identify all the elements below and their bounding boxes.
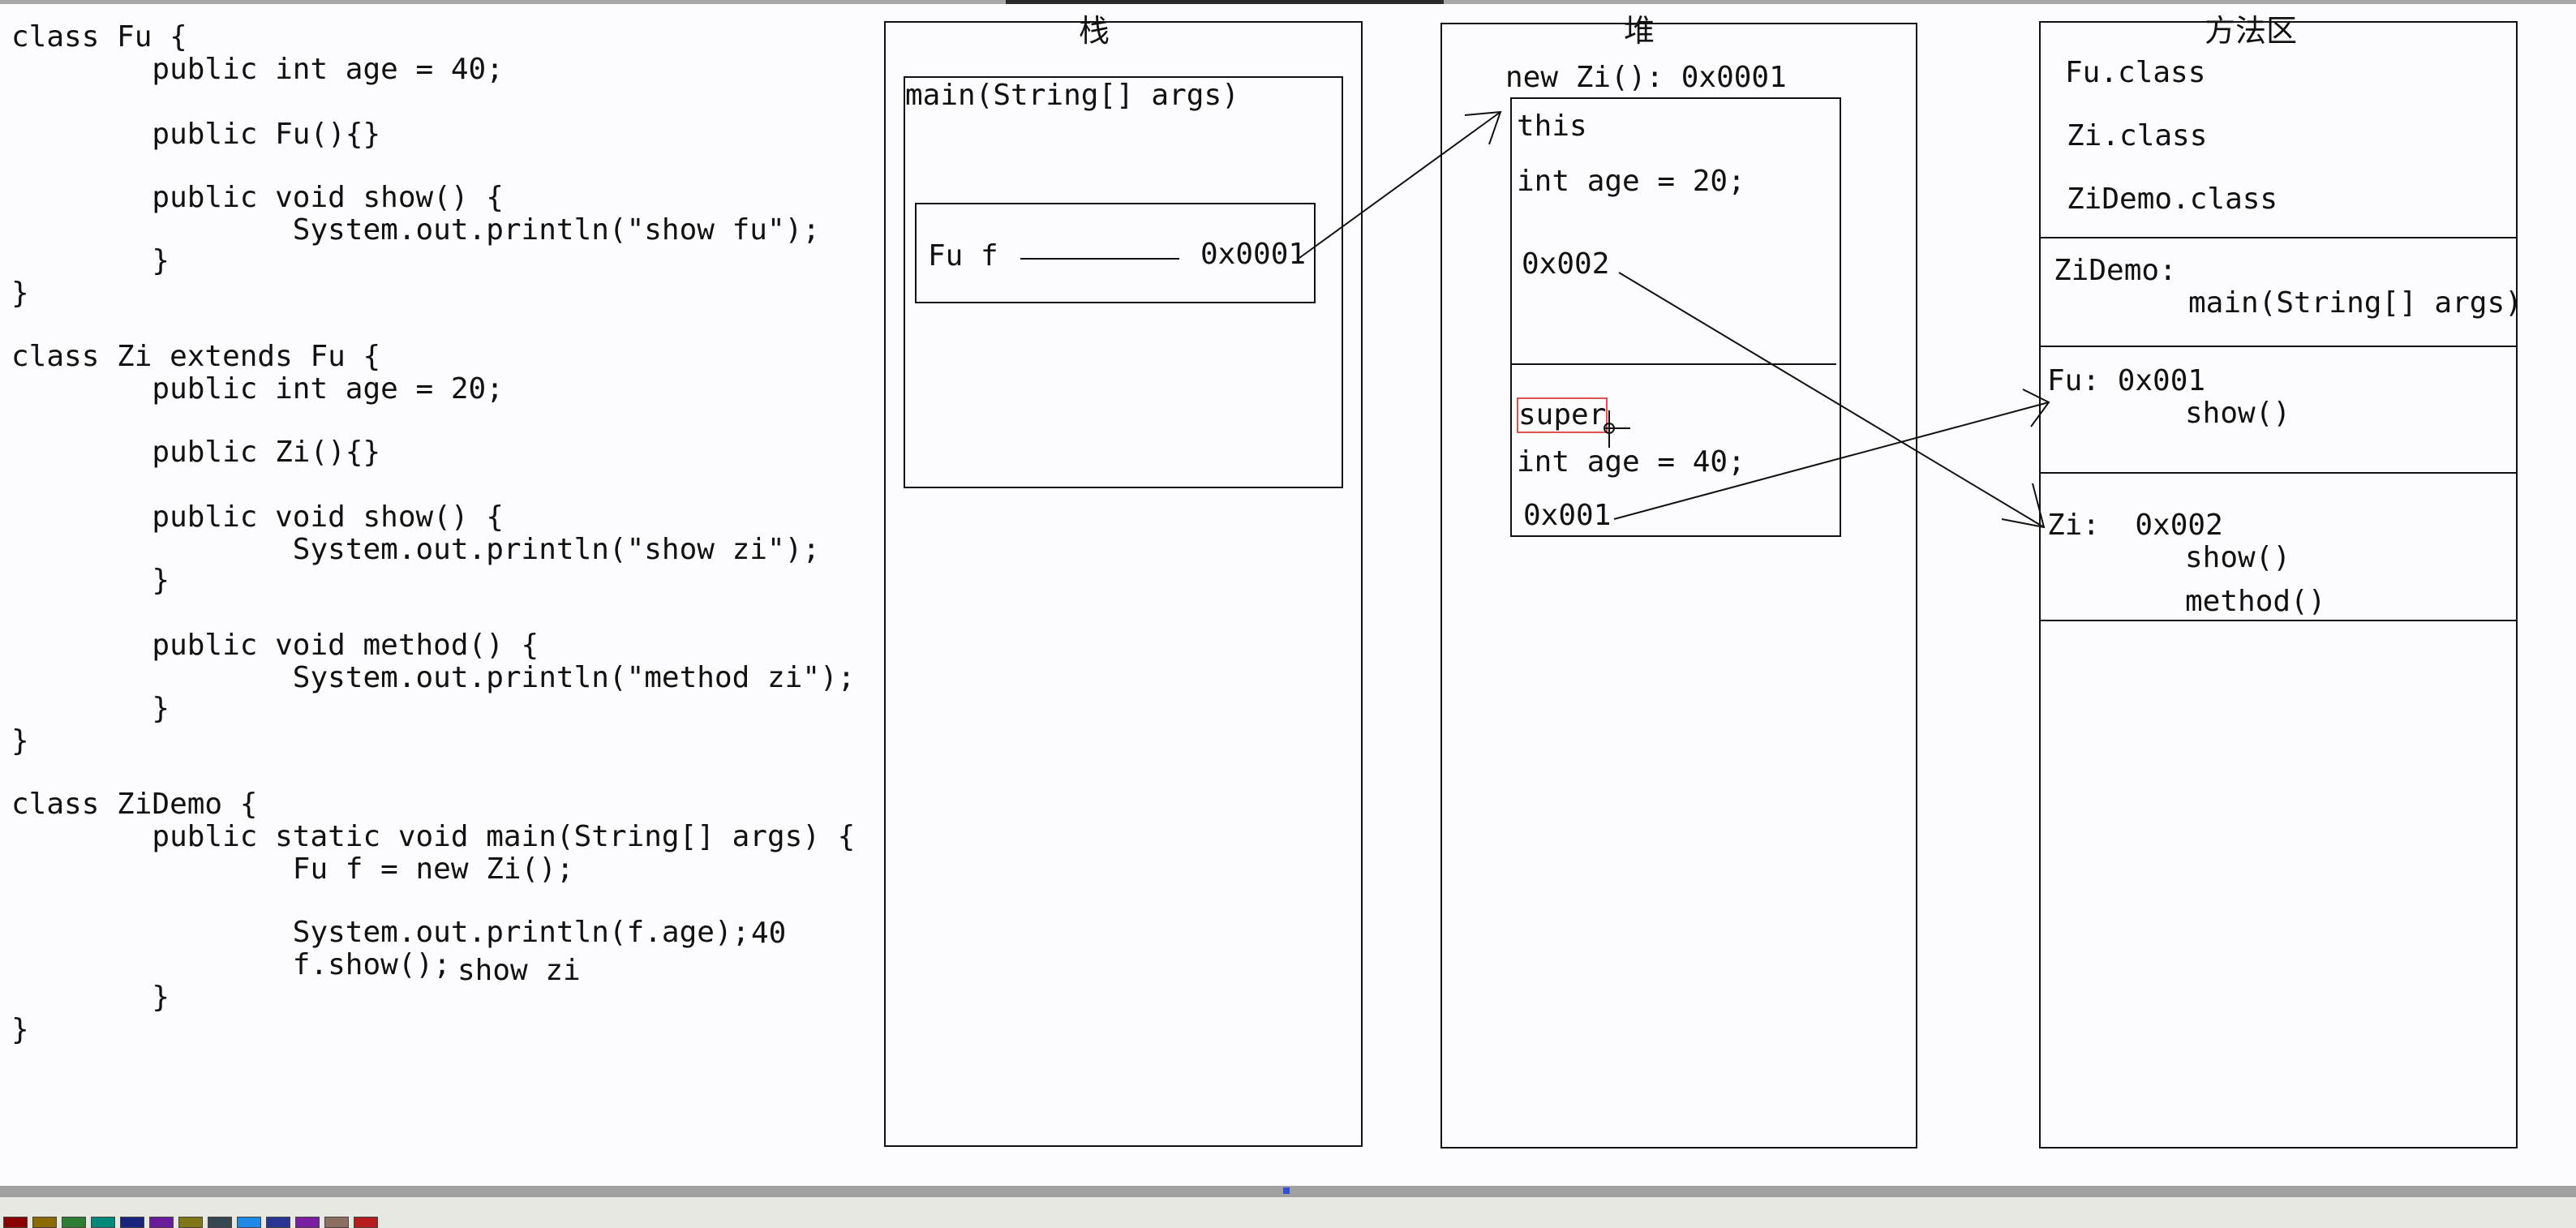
- show-output-annotation: show zi: [457, 954, 581, 987]
- zi-show-method: show(): [2185, 541, 2291, 574]
- code-line: public int age = 40;: [11, 53, 504, 86]
- code-line: class Fu {: [11, 20, 187, 54]
- fu-method-table-label: Fu: 0x001: [2047, 364, 2206, 397]
- zidemo-label: ZiDemo:: [2054, 254, 2177, 287]
- code-line: System.out.println("show zi");: [11, 533, 820, 566]
- code-line: class ZiDemo {: [11, 788, 258, 821]
- code-line: f.show();: [11, 948, 451, 981]
- method-area-divider-2: [2041, 346, 2516, 347]
- zi-object-box: [1510, 97, 1841, 537]
- code-line: }: [11, 564, 170, 597]
- palette-swatch-khaki[interactable]: [178, 1217, 203, 1228]
- palette-swatch-indigo[interactable]: [266, 1217, 290, 1228]
- method-area-divider-4: [2041, 620, 2516, 621]
- code-line: }: [11, 244, 170, 277]
- palette-swatch-slate[interactable]: [208, 1217, 232, 1228]
- palette-swatch-violet[interactable]: [295, 1217, 320, 1228]
- code-line: }: [11, 981, 170, 1014]
- method-area-divider-1: [2041, 237, 2516, 238]
- code-line: System.out.println("method zi");: [11, 661, 856, 694]
- code-line: }: [11, 692, 170, 725]
- code-line: }: [11, 1013, 29, 1046]
- code-line: Fu f = new Zi();: [11, 852, 574, 886]
- palette-swatch-blue[interactable]: [237, 1217, 261, 1228]
- zi-class-entry: Zi.class: [2067, 119, 2208, 152]
- heap-title: 堆: [1624, 13, 1655, 49]
- super-label: super: [1517, 397, 1608, 433]
- palette-swatch-olive[interactable]: [32, 1217, 57, 1228]
- code-line: System.out.println("show fu");: [11, 213, 820, 247]
- zi-method-table-label: Zi: 0x002: [2047, 509, 2223, 542]
- age-output-annotation: 40: [751, 917, 787, 950]
- method-area-divider-3: [2041, 472, 2516, 474]
- main-frame-label: main(String[] args): [905, 79, 1239, 112]
- palette-swatch-darkred[interactable]: [3, 1217, 28, 1228]
- zi-class-ref: 0x002: [1522, 247, 1610, 281]
- zidemo-main-method: main(String[] args): [2188, 286, 2522, 320]
- this-label: this: [1517, 109, 1587, 143]
- scroll-position-marker[interactable]: [1283, 1187, 1290, 1194]
- main-frame-box: [904, 76, 1343, 488]
- code-line: public void method() {: [11, 629, 539, 662]
- fu-class-ref: 0x001: [1523, 499, 1612, 532]
- palette-swatch-red[interactable]: [354, 1217, 378, 1228]
- zi-method-method: method(): [2185, 585, 2326, 618]
- palette-swatch-teal[interactable]: [91, 1217, 115, 1228]
- code-line: public static void main(String[] args) {: [11, 820, 856, 853]
- code-line: }: [11, 724, 29, 758]
- zidemo-class-entry: ZiDemo.class: [2067, 182, 2278, 216]
- arrow-stack-to-heap: [1299, 110, 1502, 259]
- palette-swatch-navy[interactable]: [120, 1217, 144, 1228]
- heap-object-label: new Zi(): 0x0001: [1505, 61, 1787, 94]
- code-line: }: [11, 277, 29, 310]
- mouse-cursor-icon: [1604, 410, 1630, 448]
- fu-class-entry: Fu.class: [2065, 56, 2206, 89]
- stack-panel: [884, 21, 1363, 1147]
- arrow-fu-ref-to-fu-class: [1613, 389, 2050, 520]
- variable-f-underline: [1020, 258, 1179, 260]
- stack-title: 栈: [1079, 13, 1110, 49]
- fu-age-field: int age = 40;: [1517, 445, 1745, 479]
- code-line: class Zi extends Fu {: [11, 340, 381, 373]
- code-line: public Zi(){}: [11, 436, 381, 469]
- variable-f-label: Fu f: [928, 239, 998, 273]
- color-palette-bar: [0, 1197, 2576, 1228]
- method-area-title: 方法区: [2205, 13, 2298, 49]
- code-line: public void show() {: [11, 500, 504, 534]
- fu-show-method: show(): [2185, 397, 2291, 430]
- code-line: public Fu(){}: [11, 118, 381, 151]
- window-title-tab[interactable]: [1006, 0, 1444, 4]
- code-line: public int age = 20;: [11, 372, 504, 406]
- this-super-divider: [1510, 363, 1836, 365]
- method-area-panel: [2039, 21, 2518, 1149]
- palette-swatch-green[interactable]: [62, 1217, 86, 1228]
- code-line: public void show() {: [11, 181, 504, 214]
- palette-swatch-purple[interactable]: [149, 1217, 174, 1228]
- heap-panel: [1440, 23, 1917, 1149]
- variable-f-box: [915, 203, 1316, 303]
- variable-f-value: 0x0001: [1200, 238, 1307, 271]
- palette-swatch-brown[interactable]: [324, 1217, 349, 1228]
- code-line: System.out.println(f.age);: [11, 916, 750, 949]
- arrow-zi-ref-to-zi-class: [1618, 272, 2046, 529]
- zi-age-field: int age = 20;: [1517, 165, 1745, 198]
